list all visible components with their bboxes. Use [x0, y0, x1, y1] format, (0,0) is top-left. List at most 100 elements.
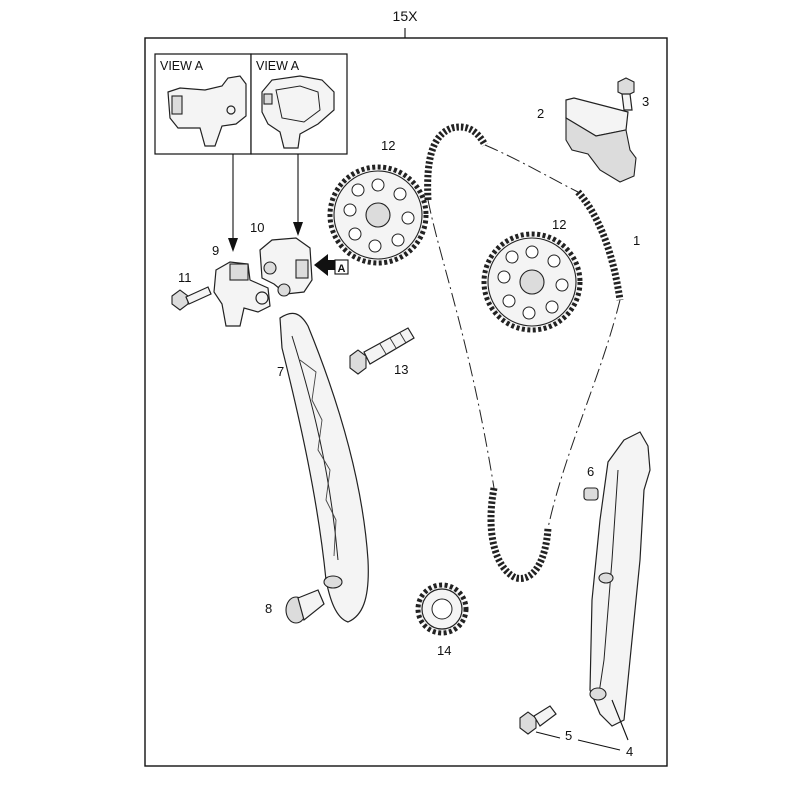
leader-4	[611, 699, 629, 741]
pin-6-body	[583, 487, 599, 501]
tensioner-9-boss	[255, 291, 269, 305]
callout-7: 7	[277, 364, 284, 379]
tensioner-10-body	[259, 237, 313, 295]
view-a-arrowhead-right	[293, 222, 303, 236]
bolt-part-8	[285, 589, 325, 624]
callout-8: 8	[265, 601, 272, 616]
guide-7-body	[279, 312, 369, 623]
bracket-part-2	[565, 97, 637, 183]
sprocket-12-upper-hub	[365, 202, 391, 228]
sprocket-12-lower-hole	[525, 245, 539, 259]
callout-3: 3	[642, 94, 649, 109]
guide-rail-part-7	[279, 312, 369, 623]
tensioner-10-boss-2	[277, 283, 291, 297]
view-a-right-inner	[275, 85, 321, 123]
sprocket-12-upper-hole	[401, 211, 415, 225]
chain-top-segment	[424, 123, 489, 201]
guide-4-inner-edge	[597, 469, 619, 701]
callout-11: 11	[178, 270, 192, 285]
callout-12-upper: 12	[381, 138, 395, 153]
sprocket-12-lower-hole	[497, 270, 511, 284]
guide-rail-part-4	[589, 431, 651, 727]
bolt-part-3	[617, 77, 635, 111]
sprocket-12-lower-hole	[545, 300, 559, 314]
guide-4-lower-pivot	[589, 687, 607, 701]
timing-chain-part-1	[424, 123, 624, 582]
guide-7-pivot	[323, 575, 343, 589]
bracket-2-body	[565, 117, 637, 183]
sprocket-12-lower-hole	[555, 278, 569, 292]
sprocket-12-upper-hole	[343, 203, 357, 217]
callout-13: 13	[394, 362, 408, 377]
bolt-3-head	[617, 77, 635, 97]
chain-right-segment	[575, 189, 624, 301]
view-tag: A	[338, 263, 346, 275]
chain-phantom-top	[484, 144, 579, 193]
chain-phantom-left	[427, 199, 495, 489]
callout-9: 9	[212, 243, 219, 258]
guide-7-rib	[299, 359, 337, 557]
view-tag-box	[334, 259, 349, 275]
sprocket-12-upper-hole	[368, 239, 382, 253]
callout-1: 1	[633, 233, 640, 248]
view-a-arrowhead-left	[228, 238, 238, 252]
view-a-right-part	[261, 75, 335, 149]
leader-5	[535, 731, 561, 739]
cam-sprocket-part-12-lower	[481, 231, 583, 333]
sprocket-12-lower-hole	[502, 294, 516, 308]
callout-12-lower: 12	[552, 217, 566, 232]
kit-label: 15X	[393, 8, 419, 24]
sprocket-12-upper-hole	[393, 187, 407, 201]
callout-4: 4	[626, 744, 633, 759]
sprocket-12-lower-hole	[522, 306, 536, 320]
bolt-13-shank	[363, 327, 415, 365]
tensioner-part-9	[213, 261, 271, 327]
sprocket-12-lower-hole	[505, 250, 519, 264]
guide-4-pivot	[598, 572, 614, 584]
view-a-inset: VIEW A VIEW A	[154, 53, 348, 155]
sprocket-14-bore	[431, 598, 453, 620]
bolt-part-11	[171, 286, 212, 311]
bolt-13-head	[349, 349, 367, 375]
bolt-5-head	[519, 711, 537, 735]
cam-sprocket-part-12-upper	[327, 164, 429, 266]
sprocket-12-upper-hole	[391, 233, 405, 247]
sprocket-12-upper-hole	[351, 183, 365, 197]
tensioner-10-boss-1	[263, 261, 277, 275]
bolt-11-shank	[185, 286, 212, 305]
diagram-frame	[144, 37, 668, 767]
view-a-right-tab	[263, 93, 273, 105]
pin-part-6	[583, 487, 599, 501]
view-a-label-right: VIEW A	[256, 59, 300, 73]
view-a-left-hole	[226, 105, 236, 115]
view-direction-arrow	[314, 254, 342, 276]
sprocket-12-lower-hub	[519, 269, 545, 295]
crank-sprocket-part-14	[415, 582, 469, 636]
chain-phantom-right	[547, 299, 621, 529]
tensioner-part-10	[259, 237, 313, 297]
callout-10: 10	[250, 220, 264, 235]
tensioner-9-cap	[229, 263, 249, 281]
bolt-part-13	[349, 327, 415, 375]
callout-14: 14	[437, 643, 451, 658]
sprocket-12-upper-hole	[371, 178, 385, 192]
sprocket-12-lower-hole	[547, 254, 561, 268]
view-a-label-left: VIEW A	[160, 59, 204, 73]
view-a-left-part	[167, 75, 247, 147]
bolt-3-shank	[621, 93, 633, 111]
bolt-13-thread	[379, 332, 407, 355]
sprocket-12-upper-hole	[348, 227, 362, 241]
bolt-5-shank	[533, 705, 557, 727]
bolt-part-5	[519, 705, 557, 735]
bolt-8-shank	[297, 589, 325, 622]
bolt-11-head	[171, 289, 189, 311]
callout-6: 6	[587, 464, 594, 479]
tensioner-10-plunger	[295, 259, 309, 279]
view-a-left-tab	[171, 95, 183, 115]
callout-5: 5	[565, 728, 572, 743]
leader-5-4	[577, 739, 621, 751]
callout-2: 2	[537, 106, 544, 121]
chain-bottom-segment	[487, 487, 552, 582]
